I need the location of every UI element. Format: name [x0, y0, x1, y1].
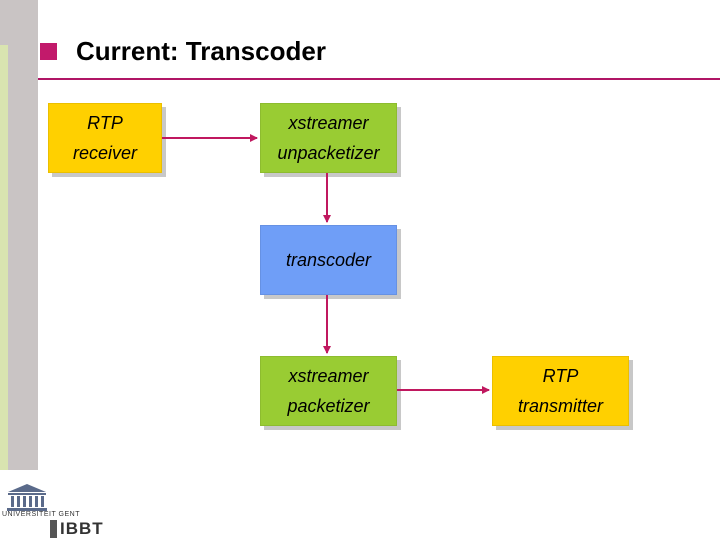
unpacketizer-line2: unpacketizer [277, 143, 380, 163]
transcoder-line1: transcoder [285, 250, 372, 270]
xstreamer-packetizer-box: xstreamer packetizer [260, 356, 397, 426]
sidebar-stripe [0, 45, 8, 470]
xstreamer-unpacketizer-box: xstreamer unpacketizer [260, 103, 397, 173]
ibbt-logo-icon [50, 520, 57, 538]
rtp-transmitter-line1: RTP [542, 366, 579, 386]
rtp-receiver-line1: RTP [87, 113, 123, 133]
unpacketizer-line1: xstreamer [288, 113, 369, 133]
rtp-receiver-box: RTP receiver [48, 103, 162, 173]
slide-title: Current: Transcoder [76, 36, 326, 66]
packetizer-line1: xstreamer [288, 366, 369, 386]
rtp-receiver-line2: receiver [72, 143, 138, 163]
title-bullet-icon [40, 43, 57, 60]
title-underline [38, 78, 720, 80]
footer-logos: UNIVERSITEIT GENT IBBT [0, 475, 103, 540]
rtp-transmitter-box: RTP transmitter [492, 356, 629, 426]
rtp-transmitter-line2: transmitter [517, 396, 604, 416]
transcoder-box: transcoder [260, 225, 397, 295]
ibbt-logo-text: IBBT [60, 519, 104, 538]
university-name: UNIVERSITEIT GENT [2, 511, 80, 518]
university-building-icon [7, 484, 47, 511]
packetizer-line2: packetizer [287, 396, 370, 416]
